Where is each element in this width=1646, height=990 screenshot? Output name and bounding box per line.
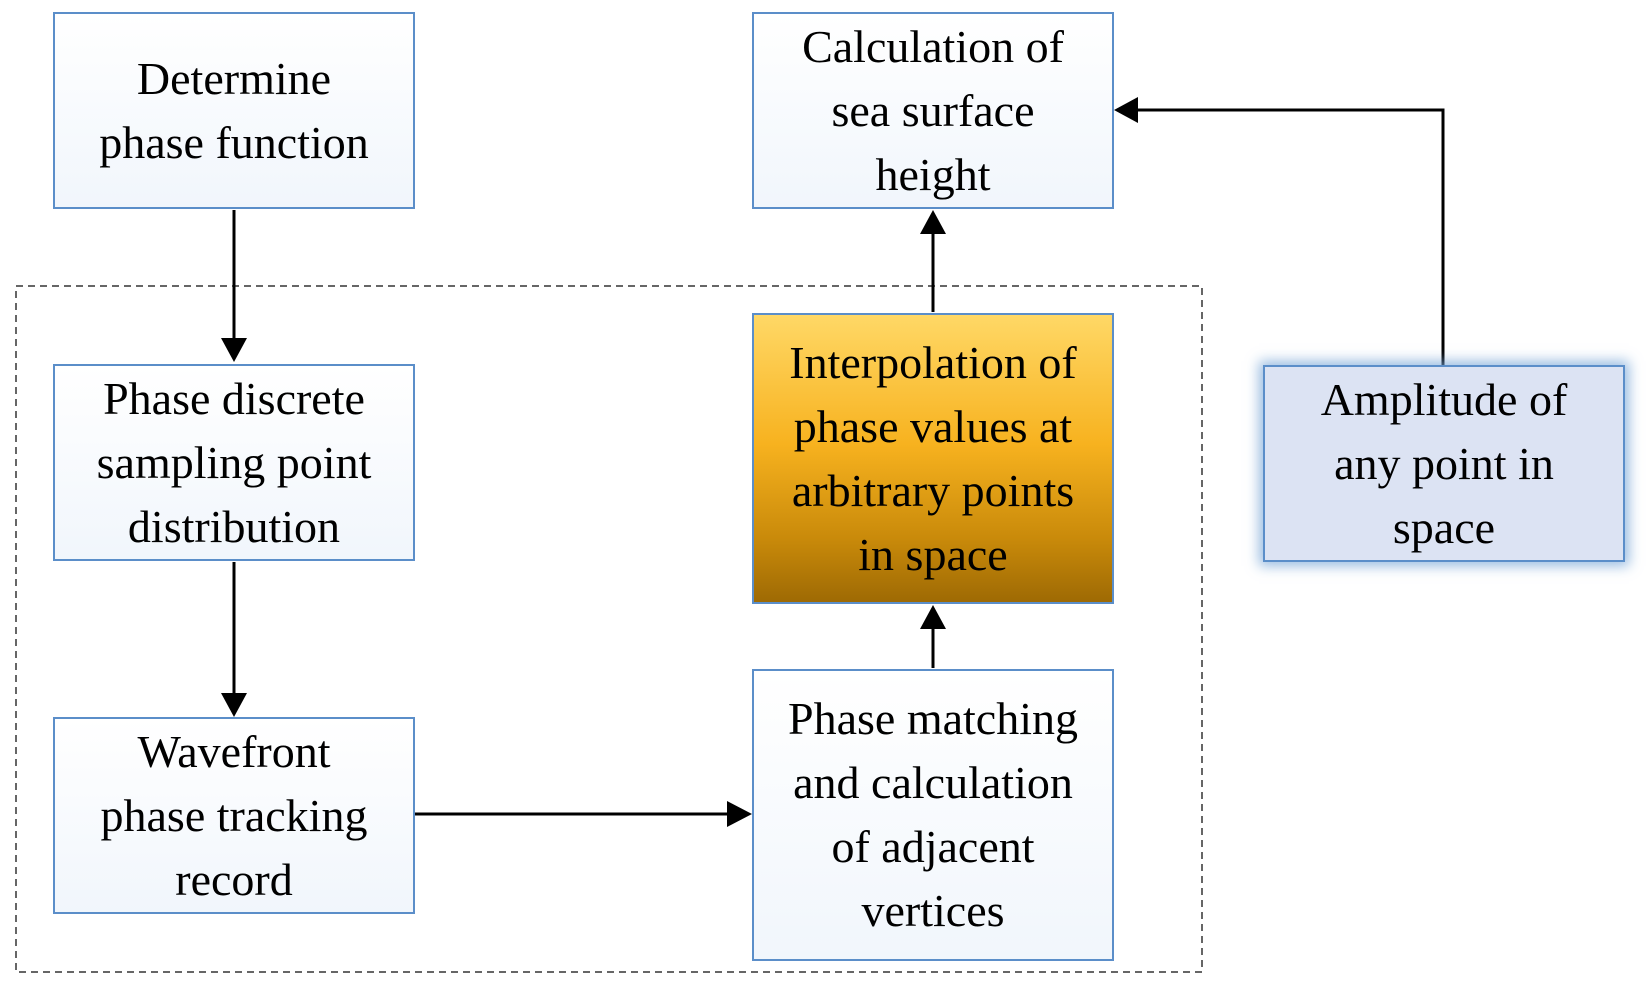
node-phase-sampling-distribution: Phase discrete sampling point distributi…	[53, 364, 415, 561]
node-line: Phase discrete	[103, 372, 365, 424]
node-line: and calculation	[793, 757, 1073, 808]
node-line: any point in	[1334, 437, 1554, 489]
node-line: Amplitude of	[1320, 373, 1568, 425]
node-determine-phase-function: Determine phase function	[53, 12, 415, 209]
node-line: phase values at	[793, 400, 1073, 452]
node-phase-interpolation: Interpolation of phase values at arbitra…	[752, 313, 1114, 604]
node-line: phase tracking	[100, 789, 368, 841]
edge-wavefront-to-matching	[414, 801, 752, 827]
node-line: arbitrary points	[791, 464, 1075, 516]
edge-matching-to-interpolation	[920, 605, 946, 668]
edge-interpolation-to-sea-height	[920, 210, 946, 312]
node-line: space	[1392, 501, 1496, 553]
node-line: Interpolation of	[789, 336, 1077, 388]
edge-amplitude-to-sea-height	[1114, 97, 1445, 365]
node-line: vertices	[861, 885, 1005, 936]
edge-determine-to-sampling	[221, 210, 247, 362]
node-line: record	[175, 853, 293, 905]
dashed-group-frame	[15, 285, 1203, 973]
node-phase-matching-vertices: Phase matching and calculation of adjace…	[752, 669, 1114, 961]
node-sea-surface-height: Calculation of sea surface height	[752, 12, 1114, 209]
node-line: height	[875, 148, 991, 200]
node-line: Determine	[136, 52, 332, 104]
node-line: Calculation of	[802, 20, 1064, 72]
node-line: of adjacent	[831, 821, 1035, 872]
node-line: in space	[858, 528, 1008, 580]
node-line: sampling point	[96, 436, 372, 488]
node-line: distribution	[127, 500, 341, 552]
node-wavefront-tracking-record: Wavefront phase tracking record	[53, 717, 415, 914]
node-line: sea surface	[831, 84, 1035, 136]
node-line: Phase matching	[788, 693, 1078, 744]
node-amplitude-point: Amplitude of any point in space	[1263, 365, 1625, 562]
edge-sampling-to-wavefront	[221, 562, 247, 717]
node-line: phase function	[99, 116, 369, 168]
node-line: Wavefront	[137, 725, 331, 777]
